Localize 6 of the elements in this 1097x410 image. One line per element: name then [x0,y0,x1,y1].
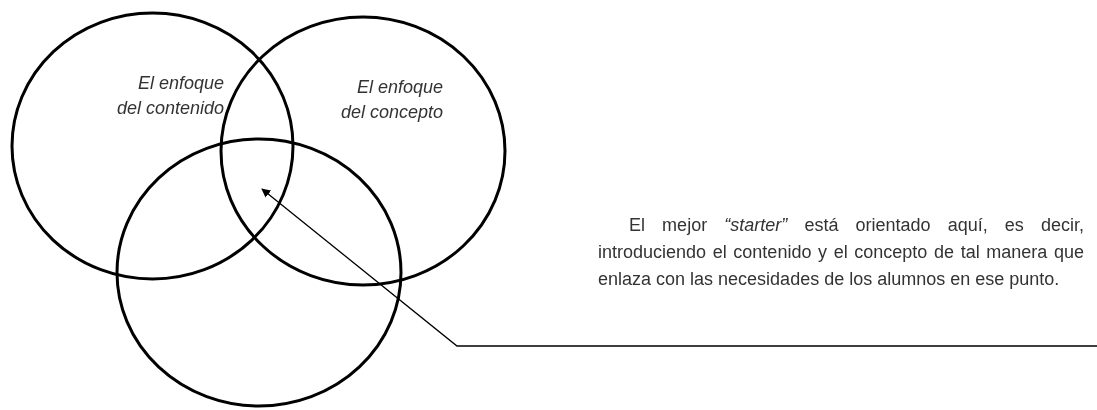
note-text: El mejor “starter” está orientado aquí, es decir, introduciendo el contenido y el concepto de tal manera que enlaza con las necesidades de los alumnos en ese punto. [598,214,1084,291]
circle-label: El enfoque del concepto [339,76,443,124]
circle-label: El enfoque del contenido [115,72,224,120]
ellipse [10,11,295,281]
ellipse [115,137,403,408]
leader-line [261,188,1097,347]
